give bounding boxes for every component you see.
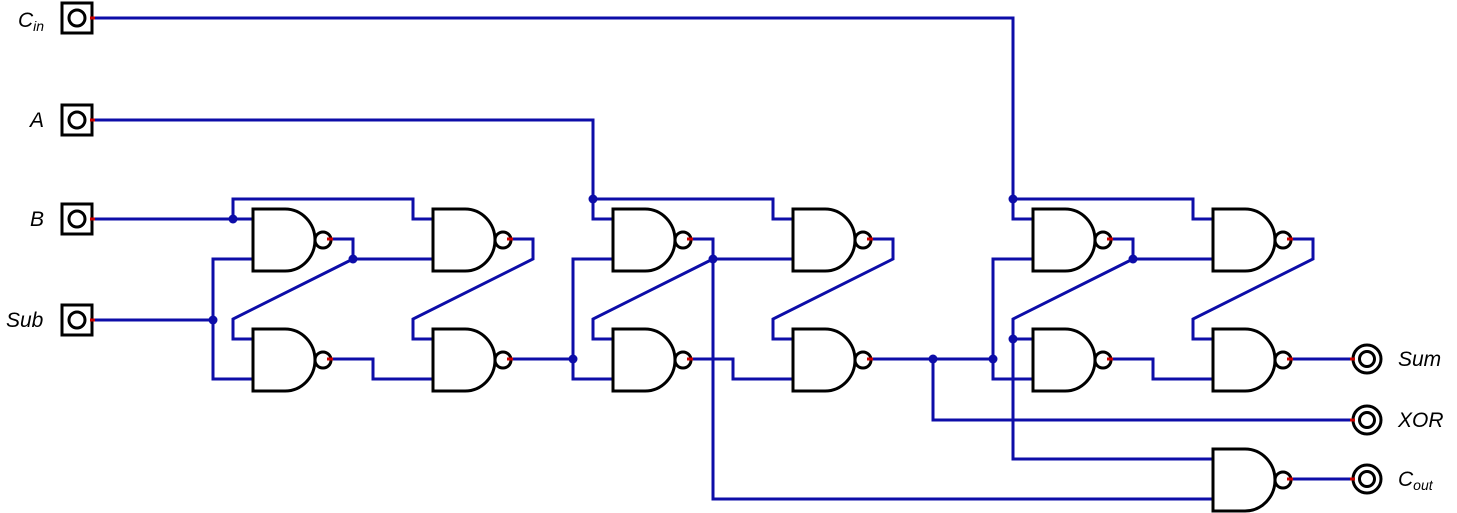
junction-dot (208, 315, 218, 325)
wire-x2-g2-out (771, 237, 895, 341)
nand-gate (791, 207, 873, 273)
junction-dot (708, 254, 718, 264)
wire-x1-g2-out (411, 237, 535, 341)
nand-gate (611, 327, 693, 393)
nand-gate (1031, 207, 1113, 273)
wire-x1-g3-out (331, 357, 433, 381)
wire-x1-cross1 (231, 257, 354, 341)
nand-gate (251, 207, 333, 273)
junction-dot (988, 354, 998, 364)
nand-gate (431, 207, 513, 273)
nand-gate (1211, 327, 1293, 393)
label-sum: Sum (1398, 348, 1442, 371)
junction-dot (1008, 194, 1018, 204)
label-b: B (30, 208, 45, 231)
input-pin-stubs (90, 16, 95, 322)
wire-x2-a (591, 199, 613, 221)
wire-b-up (231, 197, 433, 221)
wire-x3-cin (1011, 199, 1033, 221)
wire-x1-g1-out (331, 237, 433, 261)
wire-carry-in (1011, 339, 1213, 461)
nand-gate (1211, 207, 1293, 273)
output-pin-xor (1351, 404, 1383, 436)
wire-x2-bus (571, 257, 613, 381)
junction-dot (1008, 334, 1018, 344)
label-xor: XOR (1398, 409, 1444, 432)
junction-dot (928, 354, 938, 364)
wire-x3-cross1 (1011, 257, 1134, 341)
input-pin-cin (60, 1, 94, 35)
wire-x3-g1-out (1111, 237, 1213, 261)
input-pin-b (60, 202, 94, 236)
nand-gate (791, 327, 873, 393)
wire-x3-g3-out (1111, 357, 1213, 381)
input-pins (60, 1, 94, 337)
wire-x2-cross1 (591, 257, 714, 341)
wire-x3-g2-out (1191, 237, 1315, 341)
output-pins (1351, 343, 1383, 495)
nand-gate (431, 327, 513, 393)
wire-x2-g1-out (691, 237, 793, 261)
label-a: A (30, 109, 45, 132)
junction-dot (348, 254, 358, 264)
junction-dot (228, 214, 238, 224)
label-sub: Sub (6, 309, 44, 332)
wire-xor-out (931, 359, 1352, 422)
output-pin-sum (1351, 343, 1383, 375)
wires (92, 16, 1352, 501)
wire-x3-cin-up (1013, 197, 1213, 221)
wire-nand1-to-cout (711, 259, 1213, 501)
input-pin-a (60, 103, 94, 137)
junction-dot (568, 354, 578, 364)
input-pin-sub (60, 303, 94, 337)
nand-gate-carry (1211, 447, 1293, 513)
nand-gate (251, 327, 333, 393)
gate-output-stubs (327, 237, 1293, 481)
nand-gate (611, 207, 693, 273)
label-cout: Cout (1398, 468, 1433, 493)
wire-x2-g3-out (691, 357, 793, 381)
junctions (208, 194, 1138, 364)
label-cin: Cin (18, 9, 45, 34)
junction-dot (1128, 254, 1138, 264)
wire-x2-a-up (593, 197, 793, 221)
wire-cin (92, 16, 1015, 199)
nand-gate (1031, 327, 1113, 393)
wire-a (92, 118, 595, 199)
output-pin-cout (1351, 463, 1383, 495)
junction-dot (588, 194, 598, 204)
output-pin-stubs (1350, 357, 1355, 481)
